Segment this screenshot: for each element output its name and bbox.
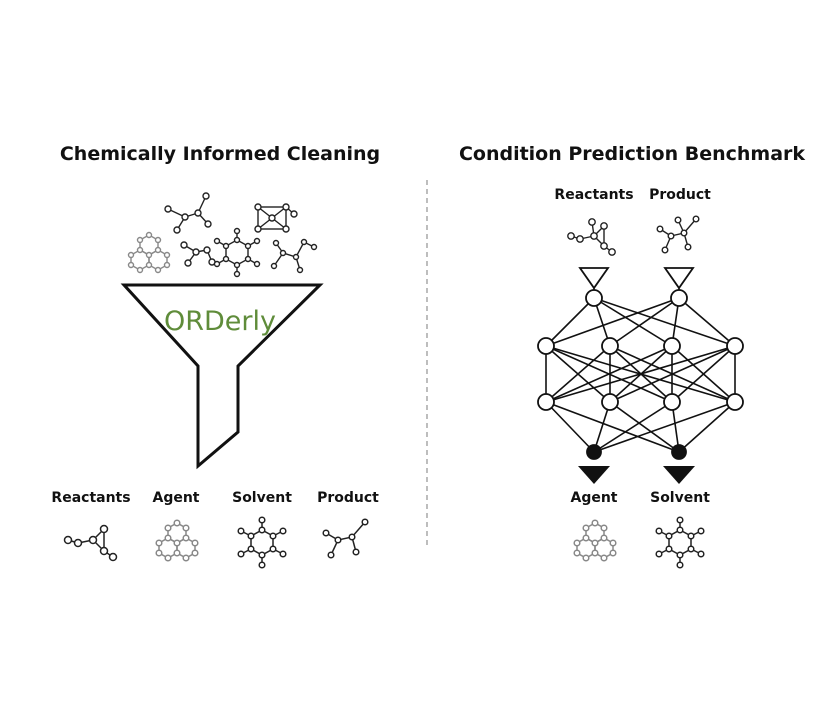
- network-edge: [609, 345, 736, 403]
- network-edge: [609, 401, 680, 453]
- network-edge: [593, 401, 736, 453]
- network-node: [726, 393, 744, 411]
- network-node: [726, 337, 744, 355]
- funnel-shape: [120, 283, 324, 470]
- network-edges: [545, 288, 736, 453]
- network-edge: [545, 345, 611, 403]
- network-edge: [545, 401, 595, 453]
- network-edge: [678, 401, 736, 453]
- molecule-solvent-output: [655, 516, 705, 569]
- output-molecules-right: [573, 516, 705, 569]
- network-nodes: [537, 289, 744, 460]
- right-panel: Condition Prediction Benchmark Reactants…: [459, 143, 805, 569]
- input-label-product: Product: [649, 187, 711, 203]
- left-panel: Chemically Informed Cleaning: [51, 143, 380, 569]
- network-edge: [545, 297, 595, 347]
- network-node: [601, 337, 619, 355]
- molecule-branched-top: [164, 192, 212, 234]
- network-node: [601, 393, 619, 411]
- molecule-solvent: [237, 516, 287, 569]
- molecule-hexagon: [213, 227, 261, 278]
- network-node: [663, 337, 681, 355]
- left-title: Chemically Informed Cleaning: [60, 143, 380, 165]
- label-solvent: Solvent: [232, 490, 292, 506]
- network-edge: [678, 297, 736, 347]
- network-edge: [545, 345, 673, 403]
- right-title: Condition Prediction Benchmark: [459, 143, 805, 165]
- encoder-triangle-reactants: [578, 267, 610, 290]
- input-molecules-right: [567, 215, 700, 256]
- output-label-agent: Agent: [570, 490, 617, 506]
- output-labels: Reactants Agent Solvent Product: [51, 490, 379, 506]
- network-output-node: [671, 444, 687, 460]
- label-product: Product: [317, 490, 379, 506]
- encoder-triangle-product: [663, 267, 695, 290]
- network-node: [585, 289, 603, 307]
- funnel-label: ORDerly: [164, 306, 276, 337]
- molecule-agent-output: [573, 519, 617, 562]
- molecule-cage: [254, 203, 298, 233]
- molecule-product-input: [656, 215, 700, 254]
- label-agent: Agent: [152, 490, 199, 506]
- network-output-node: [586, 444, 602, 460]
- molecule-small-branched: [180, 241, 216, 267]
- input-molecules: [127, 192, 318, 278]
- decoder-triangle-agent: [578, 466, 610, 484]
- molecule-fused-ring: [127, 231, 171, 274]
- network-edge: [609, 297, 680, 347]
- molecule-chain: [270, 238, 318, 274]
- network-edge: [593, 401, 673, 453]
- output-molecules: [63, 516, 369, 569]
- network-node: [670, 289, 688, 307]
- network-node: [537, 337, 555, 355]
- network-edge: [545, 345, 736, 403]
- network-edge: [671, 345, 736, 403]
- input-label-reactants: Reactants: [554, 187, 633, 203]
- network-edge: [545, 401, 680, 453]
- decoder-triangle-solvent: [663, 466, 695, 484]
- molecule-product: [322, 518, 369, 559]
- molecule-agent: [155, 519, 199, 562]
- network-edge: [545, 297, 680, 347]
- molecule-reactants: [63, 524, 118, 562]
- network-node: [663, 393, 681, 411]
- output-label-solvent: Solvent: [650, 490, 710, 506]
- network-node: [537, 393, 555, 411]
- molecule-reactants-input: [567, 218, 616, 256]
- network-edge: [593, 297, 673, 347]
- label-reactants: Reactants: [51, 490, 130, 506]
- network-edge: [593, 297, 736, 347]
